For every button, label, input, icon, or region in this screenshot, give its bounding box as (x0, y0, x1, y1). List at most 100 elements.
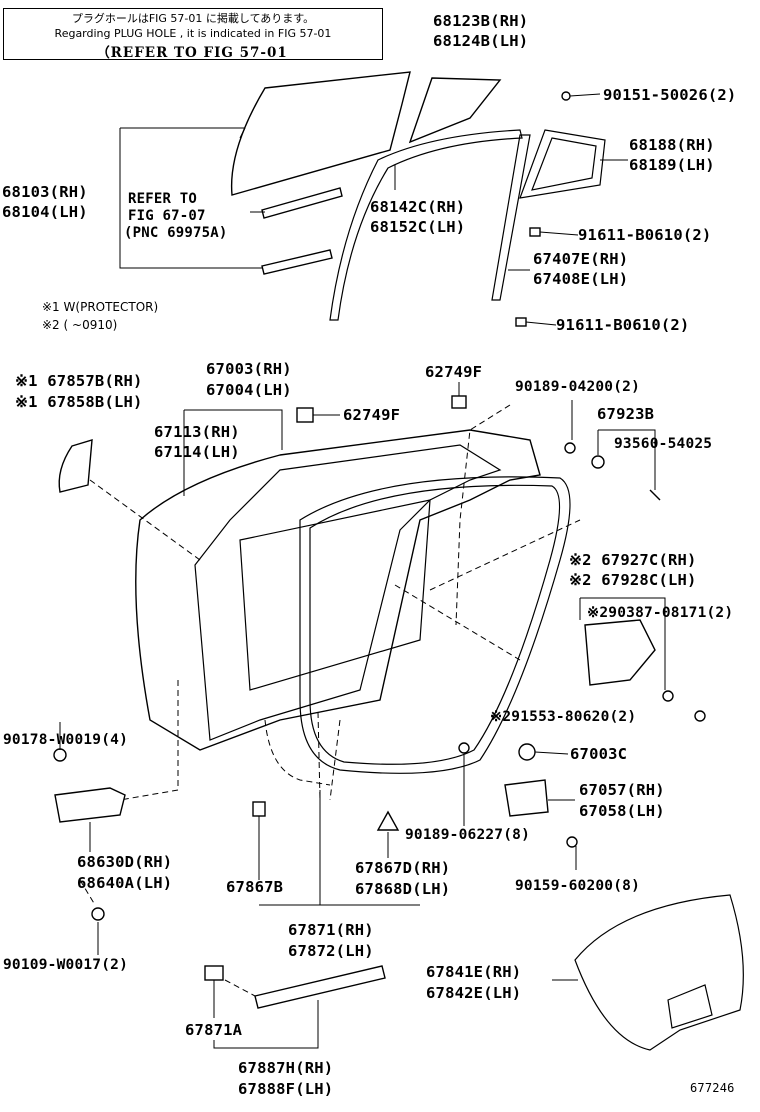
leader-67887 (213, 1000, 319, 1049)
dashed-protector-line (89, 479, 201, 561)
label-67871A: 67871A (185, 1021, 243, 1039)
service-hole-cover (574, 894, 744, 1051)
figure-number: 677246 (690, 1081, 735, 1095)
label-67867D: 67867D(RH) (355, 859, 451, 877)
door-weatherstrip (299, 476, 571, 774)
note-english: Regarding PLUG HOLE , it is indicated in… (54, 27, 332, 40)
label-68103: 68103(RH) (2, 183, 88, 201)
screw-67923 (649, 489, 661, 501)
note-refer: （REFER TO FIG 57-01 (96, 45, 288, 61)
label-67003C: 67003C (570, 745, 628, 763)
label-62749F-b: 62749F (343, 406, 401, 424)
label-90151: 90151-50026(2) (603, 86, 737, 104)
label-68189: 68189(LH) (629, 156, 715, 174)
door-glass (230, 71, 411, 196)
label-67114: 67114(LH) (154, 443, 240, 461)
hinge-68630 (54, 787, 126, 823)
label-67407E: 67407E(RH) (533, 250, 629, 268)
leader-67927 (579, 597, 666, 690)
label-67888F: 67888F(LH) (238, 1080, 334, 1098)
refer-line-1: REFER TO (128, 191, 198, 207)
label-62749F-a: 62749F (425, 363, 483, 381)
outer-belt-moulding (261, 187, 343, 219)
leader-67923 (597, 429, 656, 490)
label-67858B: ※1 67858B(LH) (15, 393, 143, 411)
door-lock-67057 (504, 779, 549, 817)
label-67058: 67058(LH) (579, 802, 665, 820)
label-67868D: 67868D(LH) (355, 880, 451, 898)
label-90189a: 90189-04200(2) (515, 379, 641, 395)
legend-1: ※1 W(PROTECTOR) (42, 300, 159, 314)
label-67057: 67057(RH) (579, 781, 665, 799)
clip-67867B (252, 801, 266, 817)
moulding-67887 (254, 965, 386, 1009)
label-67408E: 67408E(LH) (533, 270, 629, 288)
label-67841E: 67841E(RH) (426, 963, 522, 981)
label-68188: 68188(RH) (629, 136, 715, 154)
label-67927C: ※2 67927C(RH) (569, 551, 697, 569)
clip-93560 (591, 455, 605, 469)
bolt-91611-upper (529, 227, 541, 237)
door-check-67927 (584, 619, 656, 686)
dashed-clip-line (317, 711, 321, 801)
label-68630D: 68630D(RH) (77, 853, 173, 871)
label-68123B: 68123B(RH) (433, 12, 529, 30)
label-68640A: 68640A(LH) (77, 874, 173, 892)
label-67871: 67871(RH) (288, 921, 374, 939)
cover-handle-hole (667, 984, 713, 1029)
label-67857B: ※1 67857B(RH) (15, 372, 143, 390)
dashed-harness (264, 719, 341, 801)
leader-90151 (569, 93, 601, 97)
leader-67003 (183, 409, 283, 496)
bolt-91611-lower (515, 317, 527, 327)
label-67003: 67003(RH) (206, 360, 292, 378)
protector-67857 (58, 439, 93, 493)
cap-67003C (518, 743, 536, 761)
label-91553: ※291553-80620(2) (490, 709, 637, 725)
refer-line-3: (PNC 69975A) (124, 225, 228, 241)
dashed-90109 (79, 879, 96, 906)
label-67923B: 67923B (597, 405, 655, 423)
bolt-90189 (564, 442, 576, 454)
label-90159: 90159-60200(8) (515, 878, 641, 894)
refer-line-2: FIG 67-07 (128, 208, 206, 224)
screw-90151 (561, 91, 571, 101)
bolt-90178 (53, 748, 67, 762)
label-90109: 90109-W0017(2) (3, 957, 129, 973)
note-box: プラグホールはFIG 57-01 に掲載してあります。 Regarding PL… (3, 8, 383, 60)
label-90178: 90178-W0019(4) (3, 732, 129, 748)
bolt-91553 (694, 710, 706, 722)
clip-67867D (376, 810, 400, 831)
bolt-90387 (662, 690, 674, 702)
label-68142C: 68142C(RH) (370, 198, 466, 216)
label-67928C: ※2 67928C(LH) (569, 571, 697, 589)
door-panel (135, 429, 541, 751)
quarter-glass (408, 77, 502, 144)
label-93560: 93560-54025 (614, 436, 713, 452)
leader-91611a (539, 231, 579, 236)
leader-67003C (534, 751, 569, 755)
label-67867B: 67867B (226, 878, 284, 896)
legend-2: ※2 ( ~0910) (42, 318, 118, 332)
label-68104: 68104(LH) (2, 203, 88, 221)
label-90189b: 90189-06227(8) (405, 827, 531, 843)
door-frame-rear (491, 134, 531, 301)
dashed-hinge-line (119, 680, 179, 801)
bumper-62749-a (451, 395, 467, 409)
quarter-weatherstrip-inner (531, 137, 597, 191)
leader-91611b (525, 321, 557, 326)
clip-90189-06227 (458, 742, 470, 754)
door-weatherstrip-inner (309, 484, 561, 765)
quarter-weatherstrip (519, 129, 606, 199)
label-68152C: 68152C(LH) (370, 218, 466, 236)
leader-68103 (119, 127, 262, 269)
label-67887H: 67887H(RH) (238, 1059, 334, 1077)
leader-67871 (259, 790, 420, 906)
label-67004: 67004(LH) (206, 381, 292, 399)
glass-run (329, 129, 523, 321)
inner-belt-moulding (261, 249, 333, 275)
label-67872: 67872(LH) (288, 942, 374, 960)
bumper-62749-b (296, 407, 314, 423)
label-91611b: 91611-B0610(2) (556, 316, 690, 334)
